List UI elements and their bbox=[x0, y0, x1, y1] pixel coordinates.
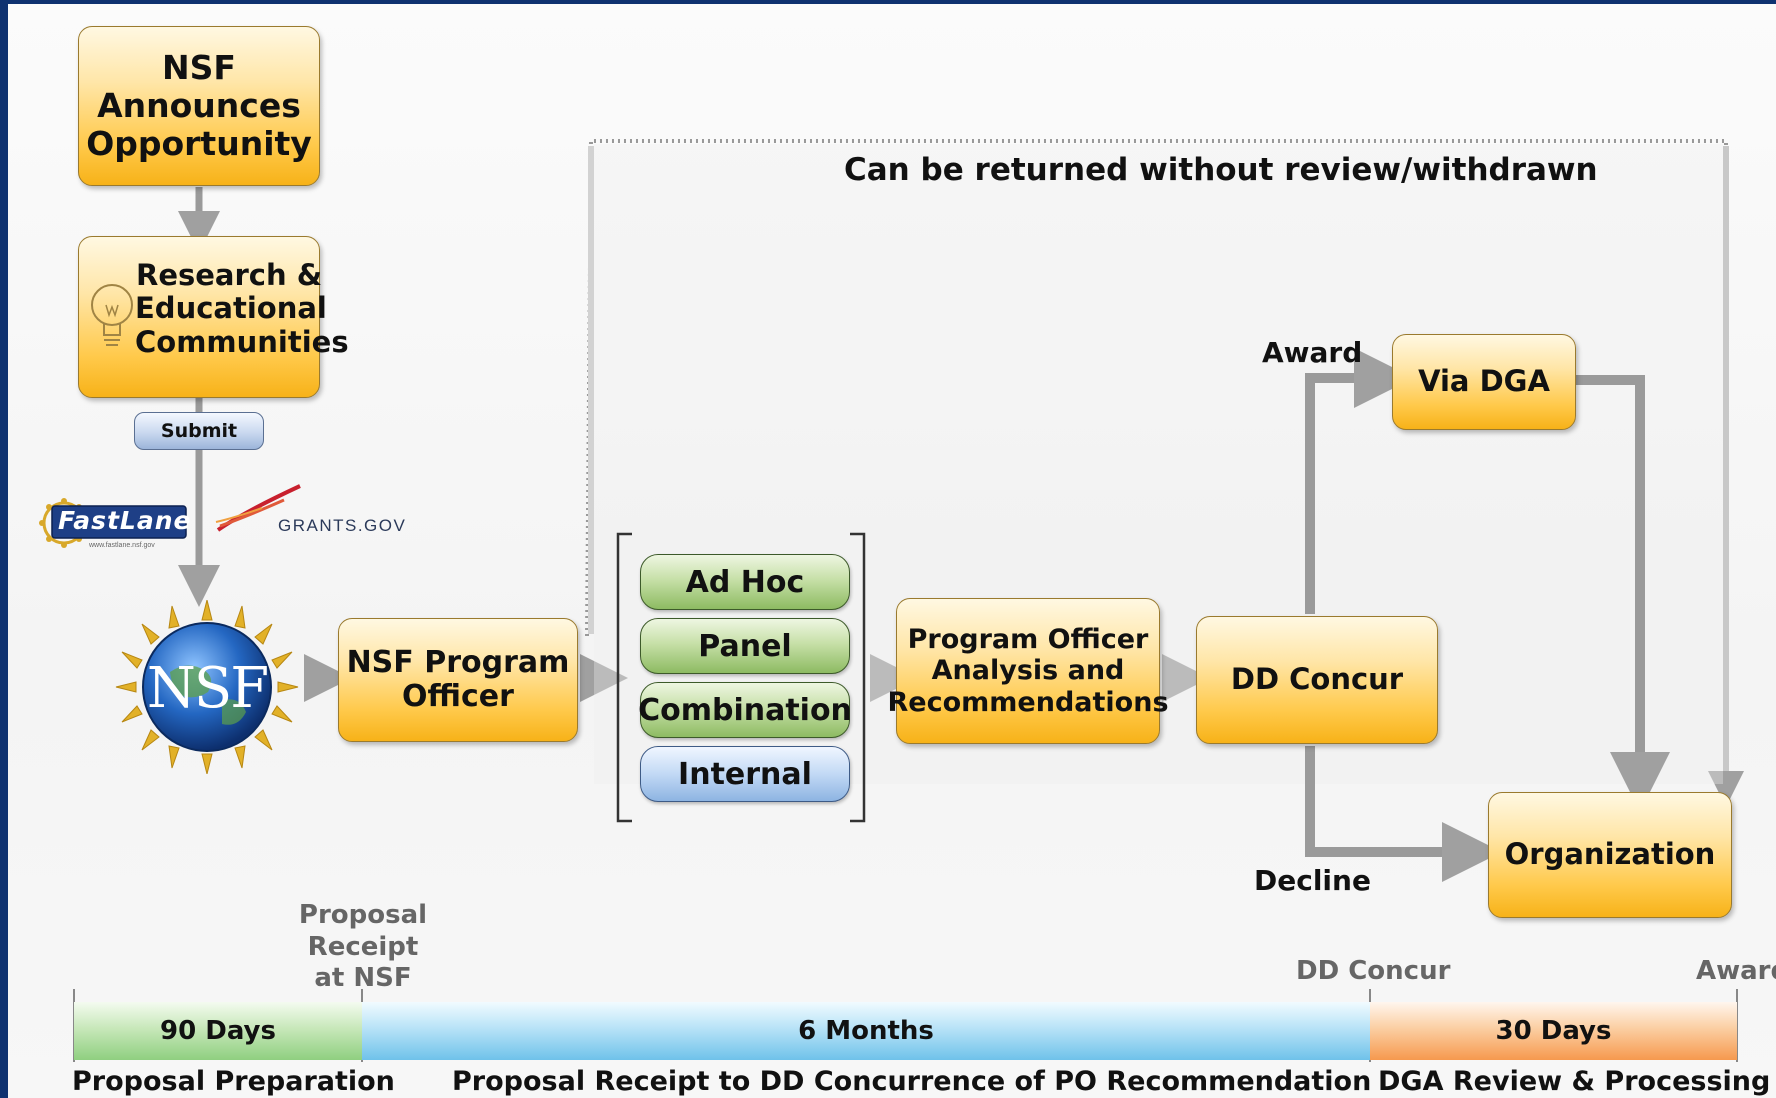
nsf-seal-icon bbox=[115, 600, 299, 774]
review-internal: Internal bbox=[640, 746, 850, 802]
grants-gov-logo: GRANTS.GOV bbox=[214, 482, 444, 542]
timeline-marker-dd-concur: DD Concur bbox=[1296, 956, 1451, 986]
submit-button[interactable]: Submit bbox=[134, 412, 264, 450]
phase-label-dga: DGA Review & Processing bbox=[1378, 1066, 1771, 1097]
grants-swoosh-icon bbox=[215, 484, 301, 532]
arrow-dga-organization bbox=[1576, 375, 1670, 812]
grants-gov-text: GRANTS.GOV bbox=[278, 516, 407, 535]
return-note: Can be returned without review/withdrawn bbox=[844, 152, 1598, 188]
box-po-analysis: Program Officer Analysis and Recommendat… bbox=[888, 598, 1169, 744]
nsf-seal-text: NSF bbox=[146, 656, 269, 721]
nsf-seal: NSF bbox=[112, 600, 302, 774]
timeline-segment-dga: 30 Days bbox=[1370, 1002, 1737, 1060]
fastlane-star-icon bbox=[39, 498, 187, 548]
fastlane-text: FastLane bbox=[58, 506, 192, 535]
diagram-canvas: Can be returned without review/withdrawn… bbox=[8, 4, 1776, 1098]
lightbulb-icon bbox=[91, 284, 133, 346]
arrow-award-branch bbox=[1305, 348, 1414, 614]
timeline-segment-preparation: 90 Days bbox=[74, 1002, 362, 1060]
box-via-dga: Via DGA bbox=[1392, 334, 1576, 430]
box-research: Research & Educational Communities bbox=[78, 236, 349, 398]
award-branch-label: Award bbox=[1262, 336, 1363, 369]
fastlane-url: www.fastlane.nsf.gov bbox=[89, 542, 155, 549]
review-ad-hoc: Ad Hoc bbox=[640, 554, 850, 610]
research-label: Research & Educational Communities bbox=[135, 258, 349, 359]
review-bracket-right bbox=[850, 532, 866, 823]
box-dd-concur: DD Concur bbox=[1196, 616, 1438, 744]
timeline-marker-award: Award bbox=[1696, 956, 1776, 986]
decline-branch-label: Decline bbox=[1254, 864, 1371, 897]
review-combination: Combination bbox=[638, 682, 852, 738]
review-panel: Panel bbox=[640, 618, 850, 674]
box-organization: Organization bbox=[1488, 792, 1732, 918]
box-program-officer: NSF Program Officer bbox=[338, 618, 578, 742]
review-bracket-left bbox=[616, 532, 632, 823]
phase-label-review: Proposal Receipt to DD Concurrence of PO… bbox=[452, 1066, 1372, 1097]
fastlane-logo: FastLane www.fastlane.nsf.gov bbox=[34, 492, 202, 554]
arrow-decline-branch bbox=[1305, 746, 1502, 882]
timeline-segment-review: 6 Months bbox=[362, 1002, 1370, 1060]
phase-label-preparation: Proposal Preparation bbox=[72, 1066, 395, 1097]
timeline-marker-receipt: Proposal Receipt at NSF bbox=[298, 900, 428, 994]
box-announce: NSF Announces Opportunity bbox=[78, 26, 320, 186]
